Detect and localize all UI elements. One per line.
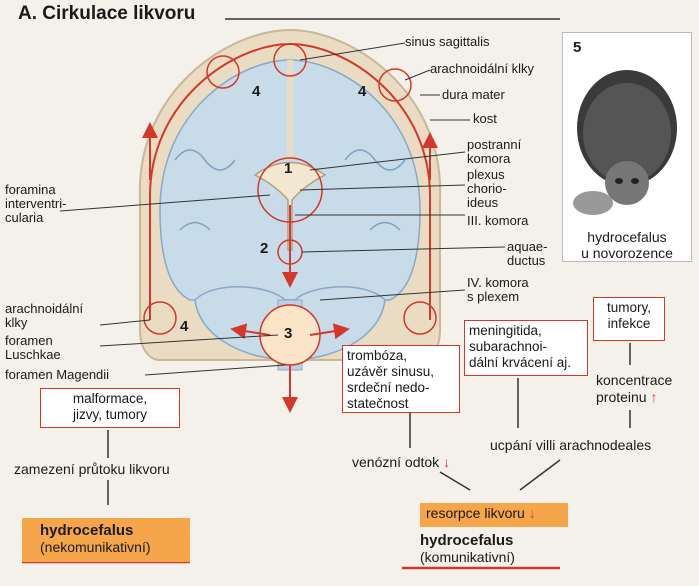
label-arachnoidalni-klky: arachnoidální klky (430, 61, 535, 76)
photo-number: 5 (573, 39, 582, 56)
label-foramen-magendii: foramen Magendii (5, 367, 110, 382)
result-right: hydrocefalus (komunikativní) (420, 532, 515, 566)
circle-sinus (273, 43, 307, 77)
number-3: 3 (284, 325, 293, 342)
label-dura-mater: dura mater (442, 87, 505, 102)
label-foramen-luschkae-2: Luschkae (5, 347, 61, 362)
result-left-bg (22, 518, 190, 562)
text-venozni-label: venózní odtok (352, 454, 440, 470)
box-tromboza-line1: trombóza, (347, 348, 408, 363)
label-aquaeductus-2: ductus (507, 253, 546, 268)
result-right-title: hydrocefalus (420, 532, 514, 549)
result-left: hydrocefalus (nekomunikativní) (40, 522, 151, 556)
result-right-sub: (komunikativní) (420, 549, 515, 565)
photo-caption: hydrocefalus u novorozence (563, 229, 691, 261)
text-resorpce: resorpce likvoru (426, 505, 525, 521)
box-tumory-line2: infekce (607, 316, 651, 331)
box-resorpce: resorpce likvoru ↓ (420, 503, 568, 527)
label-arachnoidalni-left-1: arachnoidální (5, 301, 84, 316)
number-2: 2 (260, 240, 269, 257)
arrow-down-icon: ↓ (443, 454, 451, 470)
text-zamezeni: zamezení průtoku likvoru (14, 461, 170, 477)
box-meningitida: meningitida, subarachnoi- dální krvácení… (464, 320, 588, 376)
number-4a: 4 (252, 83, 261, 100)
label-postranni-komora-1: postranní (467, 137, 522, 152)
box-malformace: malformace, jizvy, tumory (40, 388, 180, 428)
circle-4-right (403, 301, 437, 335)
box-malformace-line1: malformace, (72, 391, 148, 406)
arrow-up-icon: ↑ (650, 389, 658, 405)
number-4b: 4 (358, 83, 367, 100)
photo-caption-2: u novorozence (581, 245, 673, 261)
box-meningitida-line2: subarachnoi- (469, 339, 548, 354)
circle-4-top-left (206, 55, 240, 89)
photo-hydrocefalus: 5 hydrocefalus u novorozence (562, 32, 692, 262)
label-arachnoidalni-left-2: klky (5, 315, 28, 330)
label-foramen-luschkae-1: foramen (5, 333, 53, 348)
page-title: A. Cirkulace likvoru (18, 3, 196, 24)
text-koncentrace-1: koncentrace (596, 372, 673, 388)
result-left-sub: (nekomunikativní) (40, 539, 151, 555)
label-foramina-1: foramina (5, 182, 56, 197)
arrow-down-icon-2: ↓ (528, 505, 536, 521)
text-proteinu: proteinu (596, 389, 647, 405)
label-plexus-1: plexus (467, 167, 505, 182)
box-malformace-line2: jizvy, tumory (72, 407, 147, 422)
text-koncentrace-2: proteinu ↑ (596, 390, 657, 404)
text-venozni: venózní odtok ↓ (352, 455, 450, 469)
box-tumory: tumory, infekce (593, 297, 665, 341)
label-aquaeductus-1: aquae- (507, 239, 548, 254)
label-foramina-3: cularia (5, 210, 44, 225)
number-1: 1 (284, 160, 293, 177)
result-left-title: hydrocefalus (40, 522, 134, 539)
box-tromboza-line4: statečnost (347, 396, 409, 411)
box-meningitida-line1: meningitida, (469, 323, 542, 338)
box-tromboza-line2: uzávěr sinusu, (347, 364, 435, 379)
label-postranni-komora-2: komora (467, 151, 511, 166)
label-iv-komora-1: IV. komora (467, 275, 529, 290)
photo-caption-1: hydrocefalus (587, 229, 667, 245)
infant-photo-image (573, 70, 677, 215)
circle-4-left (143, 301, 177, 335)
label-iv-komora-2: s plexem (467, 289, 520, 304)
label-plexus-3: ideus (467, 195, 499, 210)
label-plexus-2: chorio- (467, 181, 507, 196)
label-iii-komora: III. komora (467, 213, 529, 228)
label-foramina-2: interventri- (5, 196, 67, 211)
box-meningitida-line3: dální krvácení aj. (469, 355, 572, 370)
text-ucpani: ucpání villi arachnodeales (490, 437, 652, 453)
label-kost: kost (473, 111, 497, 126)
label-sinus-sagittalis: sinus sagittalis (405, 34, 490, 49)
box-tumory-line1: tumory, (606, 300, 651, 315)
box-tromboza: trombóza, uzávěr sinusu, srdeční nedo- s… (342, 345, 460, 413)
circle-4-top-right (378, 68, 412, 102)
number-4c: 4 (180, 318, 189, 335)
box-tromboza-line3: srdeční nedo- (347, 380, 430, 395)
